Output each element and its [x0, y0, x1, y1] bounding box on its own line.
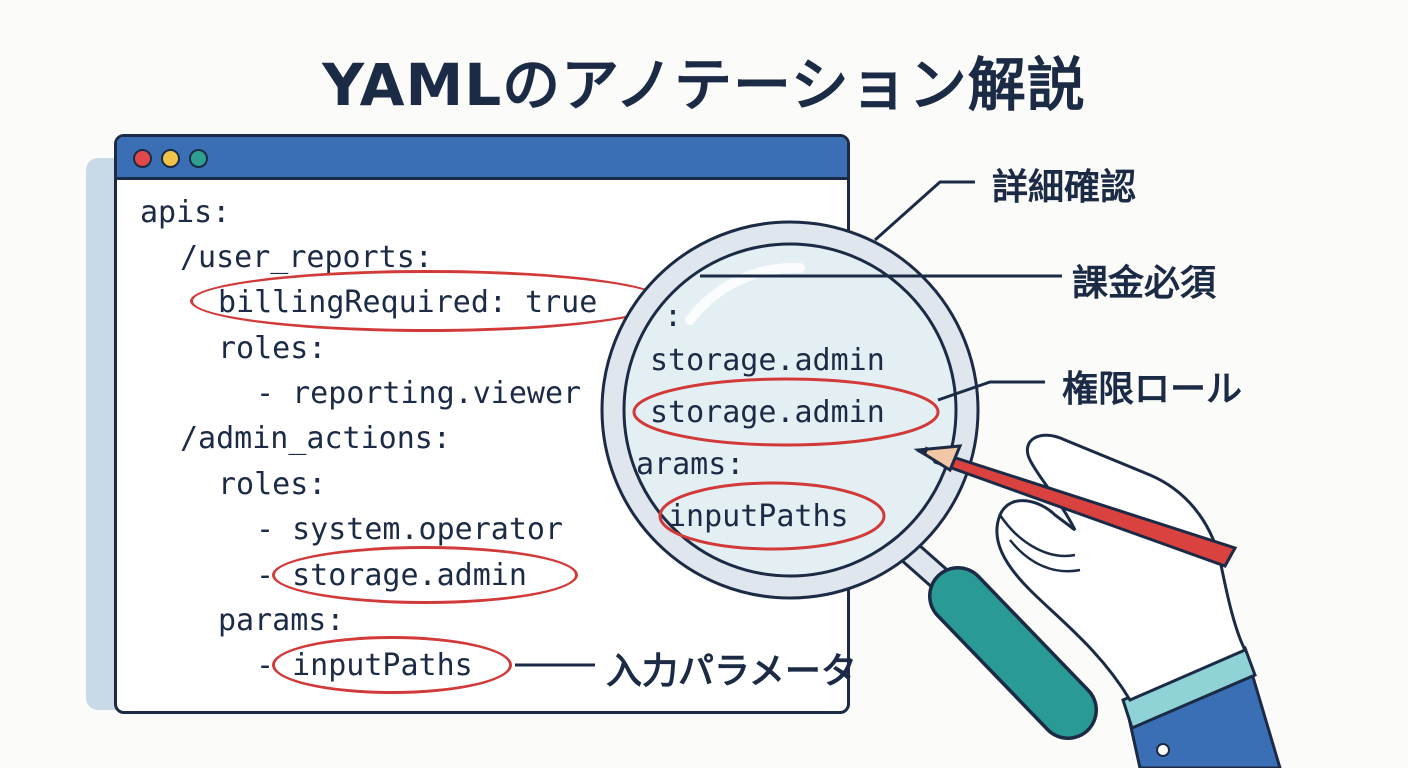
label-input-parameter: 入力パラメータ	[606, 651, 857, 692]
code-line-reporting-viewer: - reporting.viewer	[256, 376, 582, 411]
code-line-apis: apis:	[140, 195, 231, 230]
close-dot-icon	[133, 149, 152, 168]
maximize-dot-icon	[189, 149, 208, 168]
magnified-colon: :	[664, 299, 683, 334]
window-titlebar	[117, 137, 847, 180]
label-permission-role: 権限ロール	[1062, 369, 1243, 410]
code-line-user-reports: /user_reports:	[180, 240, 433, 275]
magnified-storage-admin-2: storage.admin	[650, 395, 885, 430]
code-line-admin-actions: /admin_actions:	[180, 421, 451, 456]
storage-admin-highlight-ellipse	[272, 546, 578, 604]
page-title: YAMLのアノテーション解説	[322, 51, 1086, 119]
code-line-params: params:	[218, 603, 345, 638]
magnifying-glass-icon	[600, 220, 1098, 740]
input-paths-highlight-ellipse	[272, 636, 512, 694]
label-detail-check: 詳細確認	[992, 167, 1137, 208]
label-billing-required: 課金必須	[1072, 263, 1217, 304]
code-line-roles-2: roles:	[218, 467, 327, 502]
code-line-roles-1: roles:	[218, 331, 327, 366]
red-pen-icon	[913, 444, 1238, 568]
magnified-storage-admin-1: storage.admin	[650, 343, 885, 378]
magnified-params: arams:	[636, 447, 745, 482]
code-line-system-operator: - system.operator	[256, 512, 564, 547]
magnified-input-paths: inputPaths	[668, 499, 849, 534]
minimize-dot-icon	[161, 149, 180, 168]
